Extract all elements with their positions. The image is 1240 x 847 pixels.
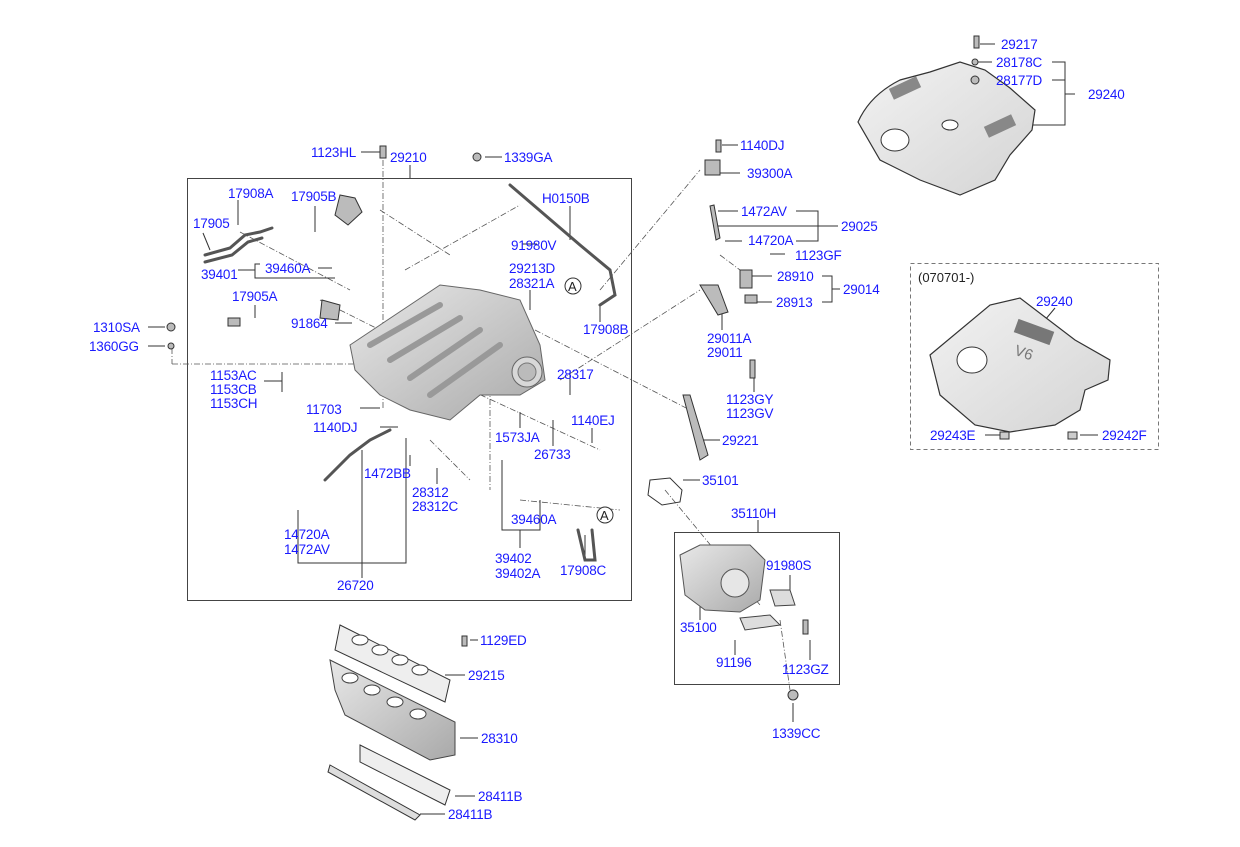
part-label-29011A[interactable]: 29011A bbox=[707, 331, 752, 346]
part-label-39300A[interactable]: 39300A bbox=[747, 166, 793, 181]
part-label-28411B-lower[interactable]: 28411B bbox=[448, 807, 493, 822]
part-label-91980S[interactable]: 91980S bbox=[766, 558, 812, 573]
part-label-17908B[interactable]: 17908B bbox=[583, 322, 629, 337]
part-label-28312C[interactable]: 28312C bbox=[412, 499, 459, 514]
part-label-29011[interactable]: 29011 bbox=[707, 345, 743, 360]
part-label-29240[interactable]: 29240 bbox=[1088, 87, 1125, 102]
callout-a-upper: A bbox=[568, 279, 577, 294]
part-label-17908C[interactable]: 17908C bbox=[560, 563, 607, 578]
part-label-1153CH[interactable]: 1153CH bbox=[210, 396, 258, 411]
part-label-17905B[interactable]: 17905B bbox=[291, 189, 337, 204]
engine-cover-variant-illustration: V6 bbox=[929, 297, 1111, 440]
part-label-1153AC[interactable]: 1153AC bbox=[210, 368, 257, 383]
callout-a-lower: A bbox=[600, 508, 609, 523]
part-label-29240-variant[interactable]: 29240 bbox=[1036, 294, 1073, 309]
part-label-1573JA[interactable]: 1573JA bbox=[495, 430, 540, 445]
part-label-35100[interactable]: 35100 bbox=[680, 620, 717, 635]
main-assembly-frame bbox=[187, 178, 632, 601]
part-label-35110H[interactable]: 35110H bbox=[731, 506, 777, 521]
part-label-29025[interactable]: 29025 bbox=[841, 219, 878, 234]
part-label-14720A-right[interactable]: 14720A bbox=[748, 233, 794, 248]
part-label-17905[interactable]: 17905 bbox=[193, 216, 230, 231]
part-label-1360GG[interactable]: 1360GG bbox=[89, 339, 139, 354]
part-label-14720A[interactable]: 14720A bbox=[284, 527, 330, 542]
part-label-1153CB[interactable]: 1153CB bbox=[210, 382, 257, 397]
part-label-39402[interactable]: 39402 bbox=[495, 551, 532, 566]
part-label-1123GZ[interactable]: 1123GZ bbox=[782, 662, 829, 677]
part-label-1140EJ[interactable]: 1140EJ bbox=[571, 413, 615, 428]
engine-cover-illustration bbox=[857, 61, 1036, 196]
part-label-29217[interactable]: 29217 bbox=[1001, 37, 1038, 52]
part-label-28178C[interactable]: 28178C bbox=[996, 55, 1043, 70]
hardware-glyphs bbox=[166, 35, 980, 701]
part-label-1140DJ[interactable]: 1140DJ bbox=[313, 420, 358, 435]
part-label-1123GF[interactable]: 1123GF bbox=[795, 248, 842, 263]
part-label-29243E[interactable]: 29243E bbox=[930, 428, 976, 443]
callout-markers bbox=[564, 277, 614, 524]
part-label-17908A[interactable]: 17908A bbox=[228, 186, 274, 201]
part-label-35101[interactable]: 35101 bbox=[702, 473, 739, 488]
part-label-1129ED[interactable]: 1129ED bbox=[480, 633, 527, 648]
part-label-28312[interactable]: 28312 bbox=[412, 485, 449, 500]
part-label-11703[interactable]: 11703 bbox=[306, 402, 342, 417]
part-label-29213D[interactable]: 29213D bbox=[509, 261, 556, 276]
part-label-28310[interactable]: 28310 bbox=[481, 731, 518, 746]
part-label-29242F[interactable]: 29242F bbox=[1102, 428, 1147, 443]
intake-manifold-illustration bbox=[349, 284, 546, 421]
part-label-26733[interactable]: 26733 bbox=[534, 447, 571, 462]
part-label-29215[interactable]: 29215 bbox=[468, 668, 505, 683]
part-label-17905A[interactable]: 17905A bbox=[232, 289, 278, 304]
part-label-1472AV[interactable]: 1472AV bbox=[284, 542, 330, 557]
part-label-91980V[interactable]: 91980V bbox=[511, 238, 557, 253]
part-label-28177D[interactable]: 28177D bbox=[996, 73, 1043, 88]
part-label-39402A[interactable]: 39402A bbox=[495, 566, 541, 581]
part-label-1123HL[interactable]: 1123HL bbox=[311, 145, 357, 160]
part-label-28913[interactable]: 28913 bbox=[776, 295, 813, 310]
part-label-1339GA[interactable]: 1339GA bbox=[504, 150, 553, 165]
part-label-91864[interactable]: 91864 bbox=[291, 316, 328, 331]
part-label-1140DJ-upper[interactable]: 1140DJ bbox=[740, 138, 785, 153]
part-label-1472BB[interactable]: 1472BB bbox=[364, 466, 411, 481]
part-label-39460A[interactable]: 39460A bbox=[265, 261, 311, 276]
throttle-body-frame bbox=[674, 532, 840, 685]
variant-date-note: (070701-) bbox=[918, 270, 975, 285]
part-label-28910[interactable]: 28910 bbox=[777, 269, 814, 284]
part-label-1123GV[interactable]: 1123GV bbox=[726, 406, 774, 421]
part-label-29210[interactable]: 29210 bbox=[390, 150, 427, 165]
part-label-28411B-upper[interactable]: 28411B bbox=[478, 789, 523, 804]
part-label-28321A[interactable]: 28321A bbox=[509, 276, 555, 291]
assembly-lines bbox=[171, 80, 976, 691]
leader-lines bbox=[148, 43, 1098, 815]
throttle-body-illustration bbox=[647, 477, 796, 631]
part-label-39460A-lower[interactable]: 39460A bbox=[511, 512, 557, 527]
part-label-39401[interactable]: 39401 bbox=[201, 267, 238, 282]
part-label-28317[interactable]: 28317 bbox=[557, 367, 594, 382]
part-label-1310SA[interactable]: 1310SA bbox=[93, 320, 140, 335]
part-label-H0150B[interactable]: H0150B bbox=[542, 191, 590, 206]
part-label-29014[interactable]: 29014 bbox=[843, 282, 880, 297]
part-label-1472AV-right[interactable]: 1472AV bbox=[741, 204, 787, 219]
hoses-illustration bbox=[203, 183, 617, 562]
part-label-1123GY[interactable]: 1123GY bbox=[726, 392, 774, 407]
lower-manifold-illustration bbox=[327, 624, 456, 821]
svg-text:V6: V6 bbox=[1012, 342, 1035, 364]
part-label-26720[interactable]: 26720 bbox=[337, 578, 374, 593]
part-label-29221[interactable]: 29221 bbox=[722, 433, 759, 448]
part-label-1339CC[interactable]: 1339CC bbox=[772, 726, 821, 741]
part-label-91196[interactable]: 91196 bbox=[716, 655, 752, 670]
